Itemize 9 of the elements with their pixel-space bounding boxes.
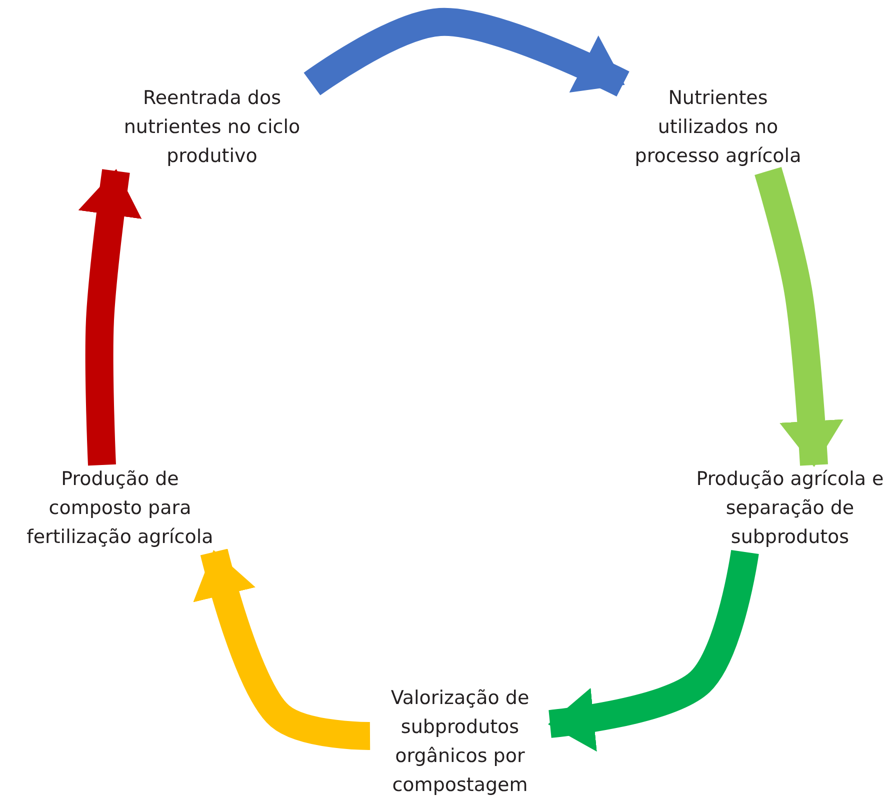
curved-arrow <box>78 169 142 466</box>
step-label: Nutrientes utilizados no processo agrícola <box>634 86 802 169</box>
curved-arrow <box>548 550 759 752</box>
step-label: Reentrada dos nutrientes no ciclo produtivo <box>122 86 302 169</box>
step-label: Valorização de subprodutos orgânicos por compostagem <box>390 686 530 798</box>
step-label: Produção de composto para fertilização agrícola <box>26 467 214 550</box>
step-label: Produção agrícola e separação de subprodutos <box>695 467 885 550</box>
curved-arrow <box>304 8 630 97</box>
curved-arrow <box>754 167 844 467</box>
